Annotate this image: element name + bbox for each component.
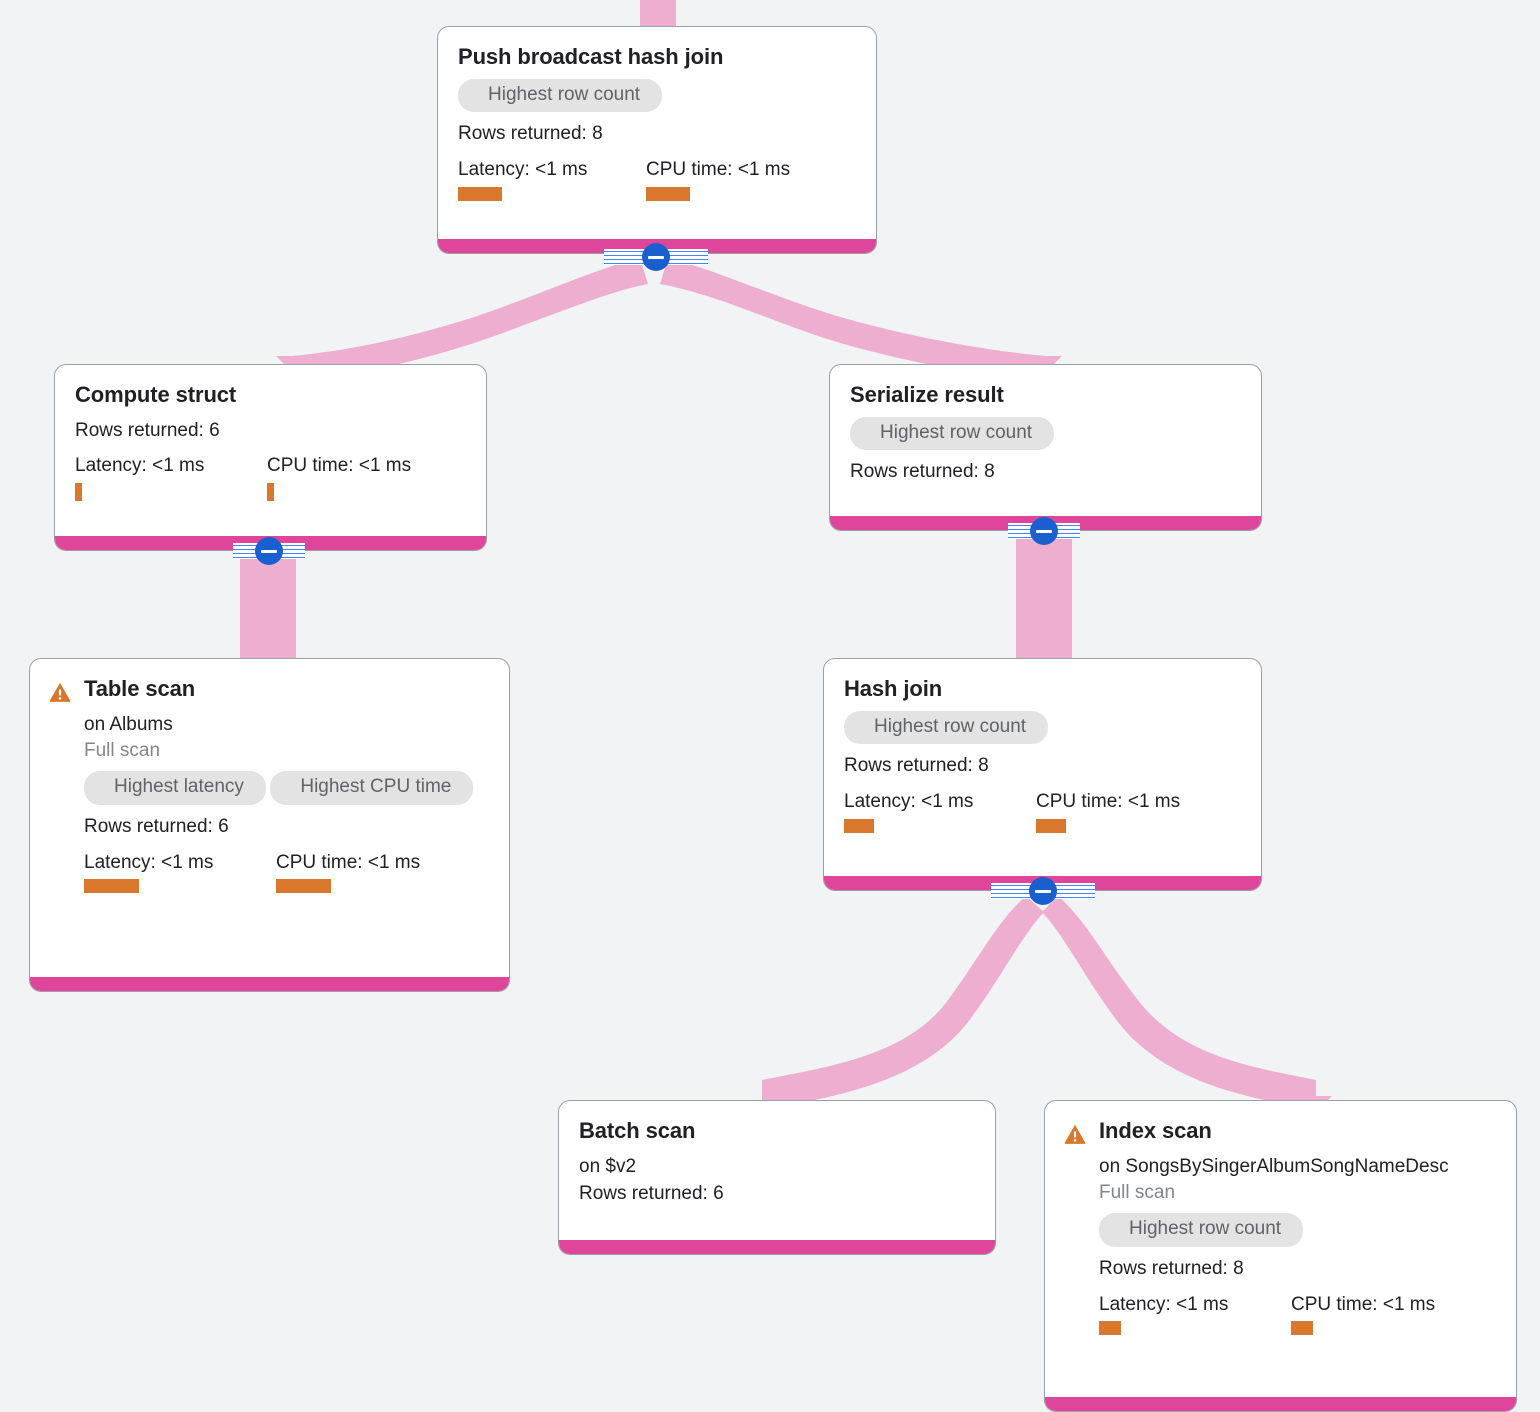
latency-label: Latency: <1 ms bbox=[458, 159, 588, 181]
badge-highest-row-count: Highest row count bbox=[458, 78, 663, 113]
cpu-metric: CPU time: <1 ms bbox=[646, 159, 790, 201]
plan-node-index-scan[interactable]: Index scan on SongsBySingerAlbumSongName… bbox=[1044, 1100, 1517, 1412]
node-badges: Highest latency Highest CPU time bbox=[84, 763, 489, 805]
rows-returned: Rows returned: 6 bbox=[75, 419, 220, 441]
rows-returned: Rows returned: 8 bbox=[850, 461, 995, 483]
latency-label: Latency: <1 ms bbox=[1099, 1293, 1229, 1315]
node-title: Table scan bbox=[84, 676, 196, 701]
badge-highest-row-count: Highest row count bbox=[850, 416, 1055, 451]
plan-node-hash-join[interactable]: Hash join Highest row count Rows returne… bbox=[823, 658, 1262, 891]
latency-metric: Latency: <1 ms bbox=[844, 791, 1036, 833]
node-scan-type: Full scan bbox=[84, 740, 161, 762]
cpu-metric: CPU time: <1 ms bbox=[1036, 791, 1180, 833]
node-metrics: Latency: <1 ms CPU time: <1 ms bbox=[844, 791, 1241, 833]
node-title: Compute struct bbox=[75, 382, 237, 407]
badge-highest-cpu-time: Highest CPU time bbox=[270, 771, 474, 805]
node-metrics: Latency: <1 ms CPU time: <1 ms bbox=[75, 455, 466, 502]
latency-metric: Latency: <1 ms bbox=[1099, 1294, 1291, 1336]
node-title: Push broadcast hash join bbox=[458, 44, 724, 69]
cpu-label: CPU time: <1 ms bbox=[1036, 791, 1181, 813]
collapse-minus-icon[interactable] bbox=[642, 243, 670, 271]
cpu-metric: CPU time: <1 ms bbox=[267, 455, 412, 502]
plan-node-serialize-result[interactable]: Serialize result Highest row count Rows … bbox=[829, 364, 1262, 531]
latency-bar bbox=[844, 818, 874, 833]
collapse-minus-icon[interactable] bbox=[255, 537, 283, 565]
node-metrics: Latency: <1 ms CPU time: <1 ms bbox=[458, 159, 856, 201]
latency-label: Latency: <1 ms bbox=[84, 851, 214, 873]
cpu-bar bbox=[267, 483, 274, 502]
rows-returned: Rows returned: 8 bbox=[1099, 1257, 1244, 1279]
latency-metric: Latency: <1 ms bbox=[75, 455, 267, 502]
node-badges: Highest row count bbox=[844, 703, 1241, 745]
collapse-minus-icon[interactable] bbox=[1029, 877, 1057, 905]
node-title: Serialize result bbox=[850, 382, 1004, 407]
cpu-bar bbox=[276, 879, 331, 894]
node-target: on SongsBySingerAlbumSongNameDesc bbox=[1099, 1155, 1449, 1177]
badge-highest-row-count: Highest row count bbox=[1099, 1213, 1304, 1247]
cpu-bar bbox=[1291, 1321, 1313, 1336]
cpu-label: CPU time: <1 ms bbox=[267, 455, 412, 477]
plan-node-batch-scan[interactable]: Batch scan on $v2 Rows returned: 6 bbox=[558, 1100, 996, 1255]
node-target: on $v2 bbox=[579, 1155, 637, 1177]
cpu-label: CPU time: <1 ms bbox=[1291, 1293, 1436, 1315]
cpu-label: CPU time: <1 ms bbox=[646, 159, 791, 181]
node-footer-bar bbox=[1045, 1397, 1516, 1411]
node-badges: Highest row count bbox=[1099, 1205, 1496, 1247]
collapse-minus-icon[interactable] bbox=[1030, 517, 1058, 545]
latency-bar bbox=[84, 879, 139, 894]
latency-bar bbox=[458, 186, 502, 201]
latency-metric: Latency: <1 ms bbox=[84, 852, 276, 894]
node-scan-type: Full scan bbox=[1099, 1182, 1176, 1204]
node-title: Batch scan bbox=[579, 1118, 696, 1143]
collapse-toggle-hash-join[interactable] bbox=[991, 876, 1095, 906]
latency-label: Latency: <1 ms bbox=[844, 791, 974, 813]
node-title: Hash join bbox=[844, 676, 943, 701]
cpu-metric: CPU time: <1 ms bbox=[276, 852, 420, 894]
latency-metric: Latency: <1 ms bbox=[458, 159, 646, 201]
node-badges: Highest row count bbox=[458, 71, 856, 113]
node-footer-bar bbox=[30, 977, 509, 991]
cpu-bar bbox=[1036, 818, 1066, 833]
collapse-toggle-serialize-result[interactable] bbox=[1008, 516, 1080, 546]
latency-label: Latency: <1 ms bbox=[75, 455, 205, 477]
rows-returned: Rows returned: 6 bbox=[84, 815, 229, 837]
node-target: on Albums bbox=[84, 713, 173, 735]
rows-returned: Rows returned: 8 bbox=[844, 755, 989, 777]
node-metrics: Latency: <1 ms CPU time: <1 ms bbox=[84, 852, 489, 894]
badge-highest-latency: Highest latency bbox=[84, 771, 266, 805]
latency-bar bbox=[75, 483, 82, 502]
node-title: Index scan bbox=[1099, 1118, 1212, 1143]
collapse-toggle-push-broadcast-hash-join[interactable] bbox=[604, 242, 708, 272]
node-badges: Highest row count bbox=[850, 409, 1241, 451]
node-footer-bar bbox=[559, 1240, 995, 1254]
plan-node-compute-struct[interactable]: Compute struct Rows returned: 6 Latency:… bbox=[54, 364, 487, 551]
cpu-bar bbox=[646, 186, 690, 201]
plan-node-table-scan[interactable]: Table scan on Albums Full scan Highest l… bbox=[29, 658, 510, 992]
warning-icon bbox=[1064, 1124, 1086, 1144]
plan-node-push-broadcast-hash-join[interactable]: Push broadcast hash join Highest row cou… bbox=[437, 26, 877, 254]
node-metrics: Latency: <1 ms CPU time: <1 ms bbox=[1099, 1294, 1496, 1336]
cpu-metric: CPU time: <1 ms bbox=[1291, 1294, 1435, 1336]
rows-returned: Rows returned: 8 bbox=[458, 123, 603, 145]
cpu-label: CPU time: <1 ms bbox=[276, 851, 421, 873]
latency-bar bbox=[1099, 1321, 1121, 1336]
rows-returned: Rows returned: 6 bbox=[579, 1183, 724, 1205]
collapse-toggle-compute-struct[interactable] bbox=[233, 536, 305, 566]
warning-icon bbox=[49, 682, 71, 702]
badge-highest-row-count: Highest row count bbox=[844, 710, 1049, 745]
